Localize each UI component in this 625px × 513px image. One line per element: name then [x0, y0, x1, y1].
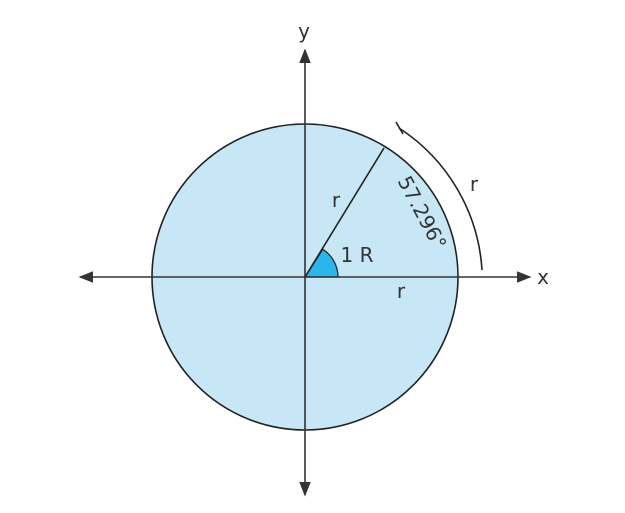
- arc-length-label: r: [470, 172, 479, 196]
- radius-label-slanted: r: [332, 188, 341, 212]
- arc-length-tick: [395, 121, 404, 135]
- angle-label: 1 R: [341, 243, 374, 267]
- radius-line: [304, 147, 385, 278]
- x-axis-label: x: [537, 265, 549, 289]
- radius-label-horizontal: r: [397, 279, 406, 303]
- arc-length-indicator: [398, 127, 483, 271]
- y-axis-label: y: [298, 19, 310, 43]
